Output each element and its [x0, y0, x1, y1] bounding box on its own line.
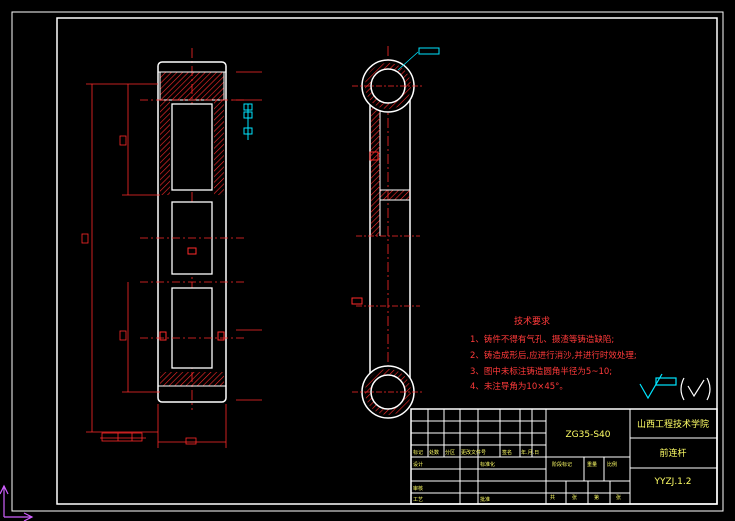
- side-view: [351, 46, 440, 419]
- title-drawing-number: YYZJ.1.2: [654, 477, 692, 487]
- title-block-text: ZG35-S40 山西工程技术学院 前连杆 YYZJ.1.2 标记 处数 分区 …: [413, 418, 709, 503]
- side-view-callout-tag: [418, 47, 440, 55]
- technical-requirements: 技术要求 1、铸件不得有气孔、摄渣等铸造缺陷; 2、铸造成形后,应进行消沙,并进…: [470, 315, 637, 392]
- ucs-axis-icon: [0, 484, 34, 521]
- front-view: [140, 48, 246, 410]
- tech-req-item-2: 2、铸造成形后,应进行消沙,并进行时效处理;: [470, 350, 637, 361]
- svg-text:比例: 比例: [607, 461, 617, 468]
- svg-text:签名: 签名: [502, 449, 512, 456]
- svg-text:设计: 设计: [413, 461, 423, 468]
- front-window-3: [171, 287, 213, 369]
- side-view-hatch: [371, 104, 380, 236]
- svg-text:阶段标记: 阶段标记: [552, 461, 572, 468]
- svg-text:第: 第: [594, 494, 599, 501]
- svg-text:张: 张: [572, 494, 577, 501]
- front-view-dimensions: [81, 71, 262, 448]
- svg-text:重量: 重量: [587, 461, 597, 468]
- tech-req-item-4: 4、未注导角为10×45°。: [470, 381, 568, 392]
- svg-text:分区: 分区: [445, 449, 455, 456]
- front-top-hatch: [159, 71, 225, 101]
- title-part-name: 前连杆: [659, 447, 686, 459]
- surface-roughness-icon: [639, 373, 711, 401]
- svg-text:批准: 批准: [480, 496, 490, 503]
- title-school: 山西工程技术学院: [637, 418, 709, 430]
- svg-text:工艺: 工艺: [413, 497, 423, 503]
- svg-text:张: 张: [616, 494, 621, 501]
- front-view-outline: [157, 61, 227, 403]
- front-bottom-hatch: [160, 372, 224, 386]
- svg-text:共: 共: [550, 494, 555, 501]
- front-view-markers: [243, 103, 253, 140]
- svg-text:标记: 标记: [413, 449, 423, 456]
- tech-req-item-3: 3、图中未标注铸造圆角半径为5~10;: [470, 366, 612, 377]
- svg-text:更改文件号: 更改文件号: [461, 449, 486, 456]
- sheet-border-inner: [56, 17, 718, 505]
- front-left-wall-hatch: [160, 100, 170, 195]
- front-window-1: [171, 103, 213, 191]
- front-right-wall-hatch: [214, 100, 224, 195]
- tech-req-item-1: 1、铸件不得有气孔、摄渣等铸造缺陷;: [470, 334, 614, 345]
- title-block: [410, 408, 718, 505]
- svg-text:标准化: 标准化: [480, 461, 495, 468]
- tech-req-title: 技术要求: [514, 315, 550, 327]
- svg-text:审核: 审核: [413, 485, 423, 492]
- title-material: ZG35-S40: [565, 430, 610, 440]
- svg-text:处数: 处数: [429, 449, 439, 456]
- svg-text:年.月.日: 年.月.日: [521, 449, 539, 456]
- sheet-border-outer: [11, 11, 724, 512]
